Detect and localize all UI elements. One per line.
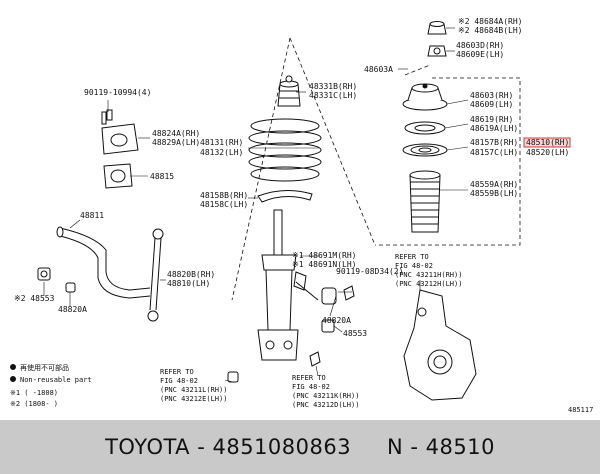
label-48603a[interactable]: 48603A xyxy=(364,65,393,74)
nut-refer-1 xyxy=(227,371,239,383)
label-refer-2-3[interactable]: (PNC 43211K(RH)) xyxy=(292,392,359,400)
label-90119-10994[interactable]: 90119-10994(4) xyxy=(84,88,151,97)
coil-spring-part xyxy=(248,118,322,182)
bump-stopper-part xyxy=(277,75,301,107)
label-48820b-lh[interactable]: 48810(LH) xyxy=(167,279,210,288)
diagram-id: 485117 xyxy=(568,406,593,414)
nut-48553-left xyxy=(37,267,51,281)
label-48603d-lh[interactable]: 48609E(LH) xyxy=(456,50,504,59)
mount-cap-part xyxy=(427,21,447,35)
label-48684-rh[interactable]: ※2 48684A(RH) xyxy=(458,17,523,26)
label-48815[interactable]: 48815 xyxy=(150,172,174,181)
legend-non-reusable: Non-reusable part xyxy=(20,376,92,384)
parts-diagram: ※2 48684A(RH) ※2 48684B(LH) 48603D(RH) 4… xyxy=(10,17,593,414)
label-90119-08d34[interactable]: 90119-08D34(2) xyxy=(336,267,403,276)
highlight-48510 xyxy=(523,137,571,148)
label-48824-lh[interactable]: 48829A(LH) xyxy=(152,138,200,147)
label-48157-lh[interactable]: 48157C(LH) xyxy=(470,148,518,157)
label-48510-lh[interactable]: 48520(LH) xyxy=(526,148,569,157)
label-48820a-left[interactable]: 48820A xyxy=(58,305,87,314)
label-refer-1-1[interactable]: REFER TO xyxy=(160,368,194,376)
label-48559-rh[interactable]: 48559A(RH) xyxy=(470,180,518,189)
bolt-90119-top xyxy=(101,111,107,125)
footer-brand: TOYOTA xyxy=(105,435,191,459)
label-refer-knuckle-4[interactable]: (PNC 43212H(LH)) xyxy=(395,280,462,288)
spring-upper-seat-part xyxy=(402,143,448,157)
stabilizer-link-part xyxy=(147,228,164,322)
label-48820a-right[interactable]: 48820A xyxy=(322,316,351,325)
stabilizer-bracket-part xyxy=(101,109,139,155)
label-48331-lh[interactable]: 48331C(LH) xyxy=(309,91,357,100)
leader-lines xyxy=(43,27,469,383)
label-48691-rh[interactable]: ※1 48691M(RH) xyxy=(292,251,357,260)
stabilizer-bar-part xyxy=(56,226,151,299)
legend-reuse-jp: 再使用不可部品 xyxy=(20,363,69,372)
label-refer-knuckle-1[interactable]: REFER TO xyxy=(395,253,429,261)
label-48603d-rh[interactable]: 48603D(RH) xyxy=(456,41,504,50)
label-48553-right[interactable]: 48553 xyxy=(343,329,367,338)
bolt-refer-2 xyxy=(309,351,321,367)
footer-sep-1: - xyxy=(190,435,213,459)
bearing-part xyxy=(404,121,446,135)
label-48619-lh[interactable]: 48619A(LH) xyxy=(470,124,518,133)
label-48603-lh[interactable]: 48609(LH) xyxy=(470,100,513,109)
label-refer-1-2[interactable]: FIG 48-02 xyxy=(160,377,198,385)
bushing-48820a-right xyxy=(321,287,337,305)
label-48619-rh[interactable]: 48619(RH) xyxy=(470,115,513,124)
label-48820b-rh[interactable]: 48820B(RH) xyxy=(167,270,215,279)
legend: 再使用不可部品 Non-reusable part ※1 ( -1808) ※2… xyxy=(10,363,92,408)
label-48603-rh[interactable]: 48603(RH) xyxy=(470,91,513,100)
legend-note-1: ※1 ( -1808) xyxy=(10,389,58,397)
label-48158-lh[interactable]: 48158C(LH) xyxy=(200,200,248,209)
nut-48820a-left xyxy=(65,282,76,293)
label-48691-lh[interactable]: ※1 48691N(LH) xyxy=(292,260,357,269)
footer-gap xyxy=(351,435,387,459)
footer-bar: TOYOTA - 4851080863 N - 48510 xyxy=(0,420,600,474)
strut-mount-part xyxy=(402,83,448,111)
label-48811[interactable]: 48811 xyxy=(80,211,104,220)
label-48157-rh[interactable]: 48157B(RH) xyxy=(470,138,518,147)
label-refer-2-4[interactable]: (PNC 43212D(LH)) xyxy=(292,401,359,409)
label-48158-rh[interactable]: 48158B(RH) xyxy=(200,191,248,200)
bolt-90119-right xyxy=(343,285,355,301)
lower-insulator-part xyxy=(257,190,313,203)
label-refer-1-3[interactable]: (PNC 43211L(RH)) xyxy=(160,386,227,394)
label-refer-2-2[interactable]: FIG 48-02 xyxy=(292,383,330,391)
label-48684-lh[interactable]: ※2 48684B(LH) xyxy=(458,26,523,35)
footer-part-number: 4851080863 xyxy=(212,435,352,459)
label-48331-rh[interactable]: 48331B(RH) xyxy=(309,82,357,91)
dust-boot-part xyxy=(409,170,441,233)
label-48510-rh[interactable]: 48510(RH) xyxy=(526,138,569,147)
label-refer-1-4[interactable]: (PNC 43212E(LH)) xyxy=(160,395,227,403)
mount-nut-part xyxy=(427,45,447,57)
label-refer-knuckle-2[interactable]: FIG 48-02 xyxy=(395,262,433,270)
part-labels: ※2 48684A(RH) ※2 48684B(LH) 48603D(RH) 4… xyxy=(14,17,569,409)
label-refer-2-1[interactable]: REFER TO xyxy=(292,374,326,382)
label-48553-left[interactable]: ※2 48553 xyxy=(14,294,55,303)
label-refer-knuckle-3[interactable]: (PNC 43211H(RH)) xyxy=(395,271,462,279)
legend-note-2: ※2 (1808- ) xyxy=(10,400,58,408)
strut-absorber-part xyxy=(257,209,319,361)
label-48559-lh[interactable]: 48559B(LH) xyxy=(470,189,518,198)
stabilizer-bushing-part xyxy=(103,163,133,189)
label-48131-lh[interactable]: 48132(LH) xyxy=(200,148,243,157)
label-48824-rh[interactable]: 48824A(RH) xyxy=(152,129,200,138)
label-48131-rh[interactable]: 48131(RH) xyxy=(200,138,243,147)
steering-knuckle-part xyxy=(403,289,477,401)
footer-pnc: N - 48510 xyxy=(386,435,495,459)
